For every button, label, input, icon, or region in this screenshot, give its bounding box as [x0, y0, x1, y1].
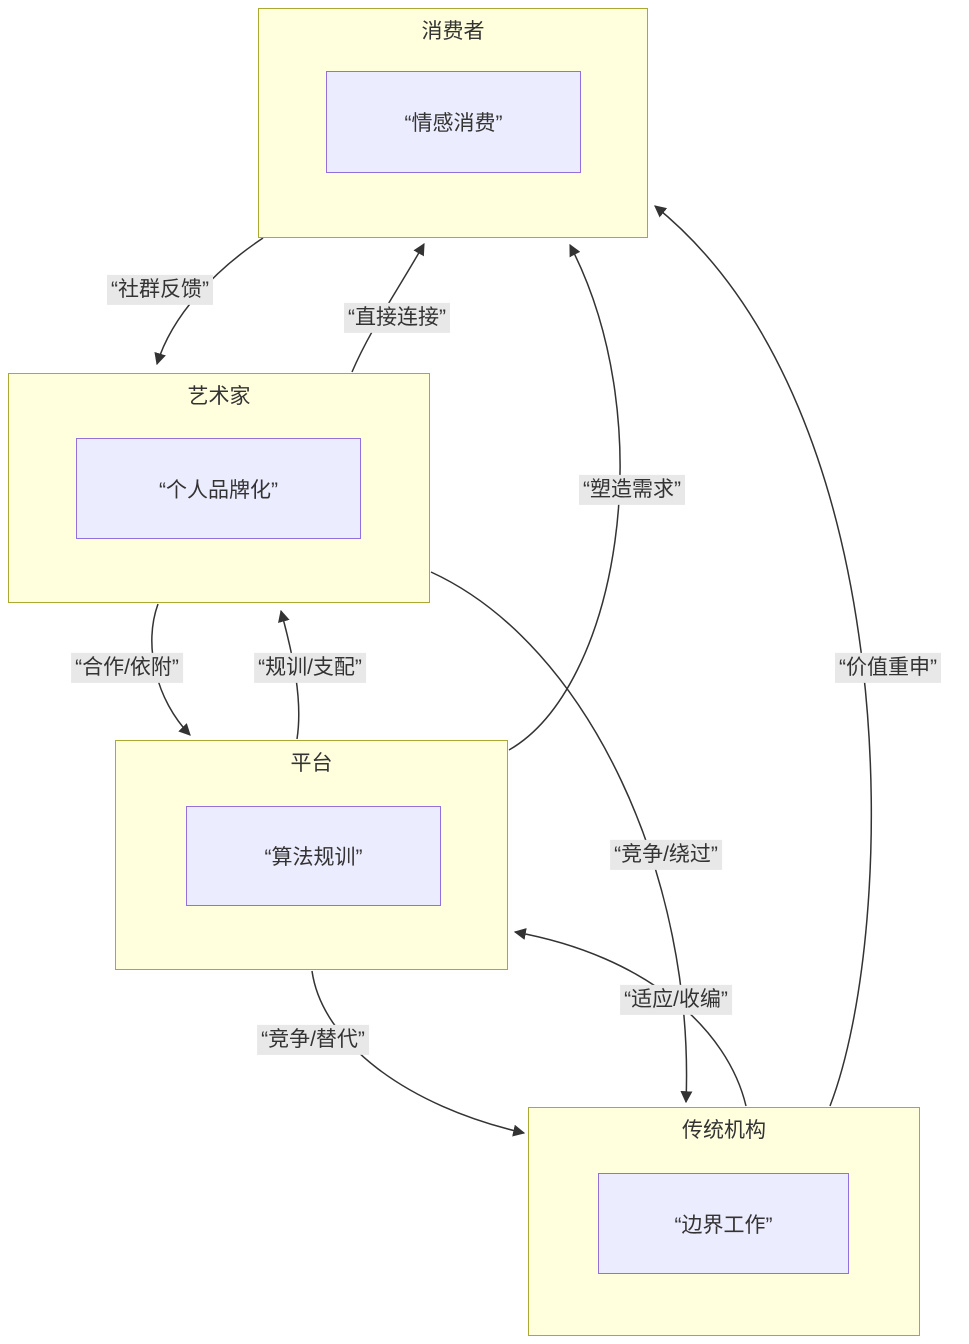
edge-label-discipline-domination: “规训/支配” [254, 652, 366, 684]
node-institution-title: 传统机构 [682, 1119, 766, 1142]
edge-label-community-feedback: “社群反馈” [107, 274, 213, 306]
node-consumer-inner: “情感消费” [326, 71, 581, 173]
node-institution: 传统机构 “边界工作” [528, 1107, 920, 1336]
node-artist-inner-label: “个人品牌化” [159, 478, 278, 502]
node-platform: 平台 “算法规训” [115, 740, 508, 970]
node-platform-title: 平台 [290, 752, 333, 775]
node-consumer-title: 消费者 [421, 20, 485, 43]
node-consumer-inner-label: “情感消费” [404, 112, 503, 135]
node-artist-title: 艺术家 [187, 385, 251, 408]
edge-institution-platform [513, 928, 747, 1107]
edge-label-value-reaffirmation: “价值重申” [835, 652, 941, 684]
edge-label-direct-connection: “直接连接” [344, 302, 450, 334]
edge-label-adapt-coopt: “适应/收编” [620, 984, 732, 1016]
node-artist-inner: “个人品牌化” [76, 438, 361, 539]
edge-platform-institution [311, 970, 526, 1137]
node-institution-inner: “边界工作” [598, 1173, 849, 1274]
edge-platform-consumer [508, 243, 621, 751]
node-institution-inner-label: “边界工作” [674, 1213, 773, 1237]
node-consumer: 消费者 “情感消费” [258, 8, 648, 238]
node-platform-inner-label: “算法规训” [264, 846, 363, 869]
edge-label-compete-substitute: “竞争/替代” [257, 1024, 369, 1056]
edge-label-compete-bypass: “竞争/绕过” [610, 839, 722, 871]
node-platform-inner: “算法规训” [186, 806, 441, 906]
edge-label-cooperation-dependence: “合作/依附” [71, 652, 183, 684]
edge-label-shape-demand: “塑造需求” [579, 474, 685, 506]
node-artist: 艺术家 “个人品牌化” [8, 373, 430, 603]
